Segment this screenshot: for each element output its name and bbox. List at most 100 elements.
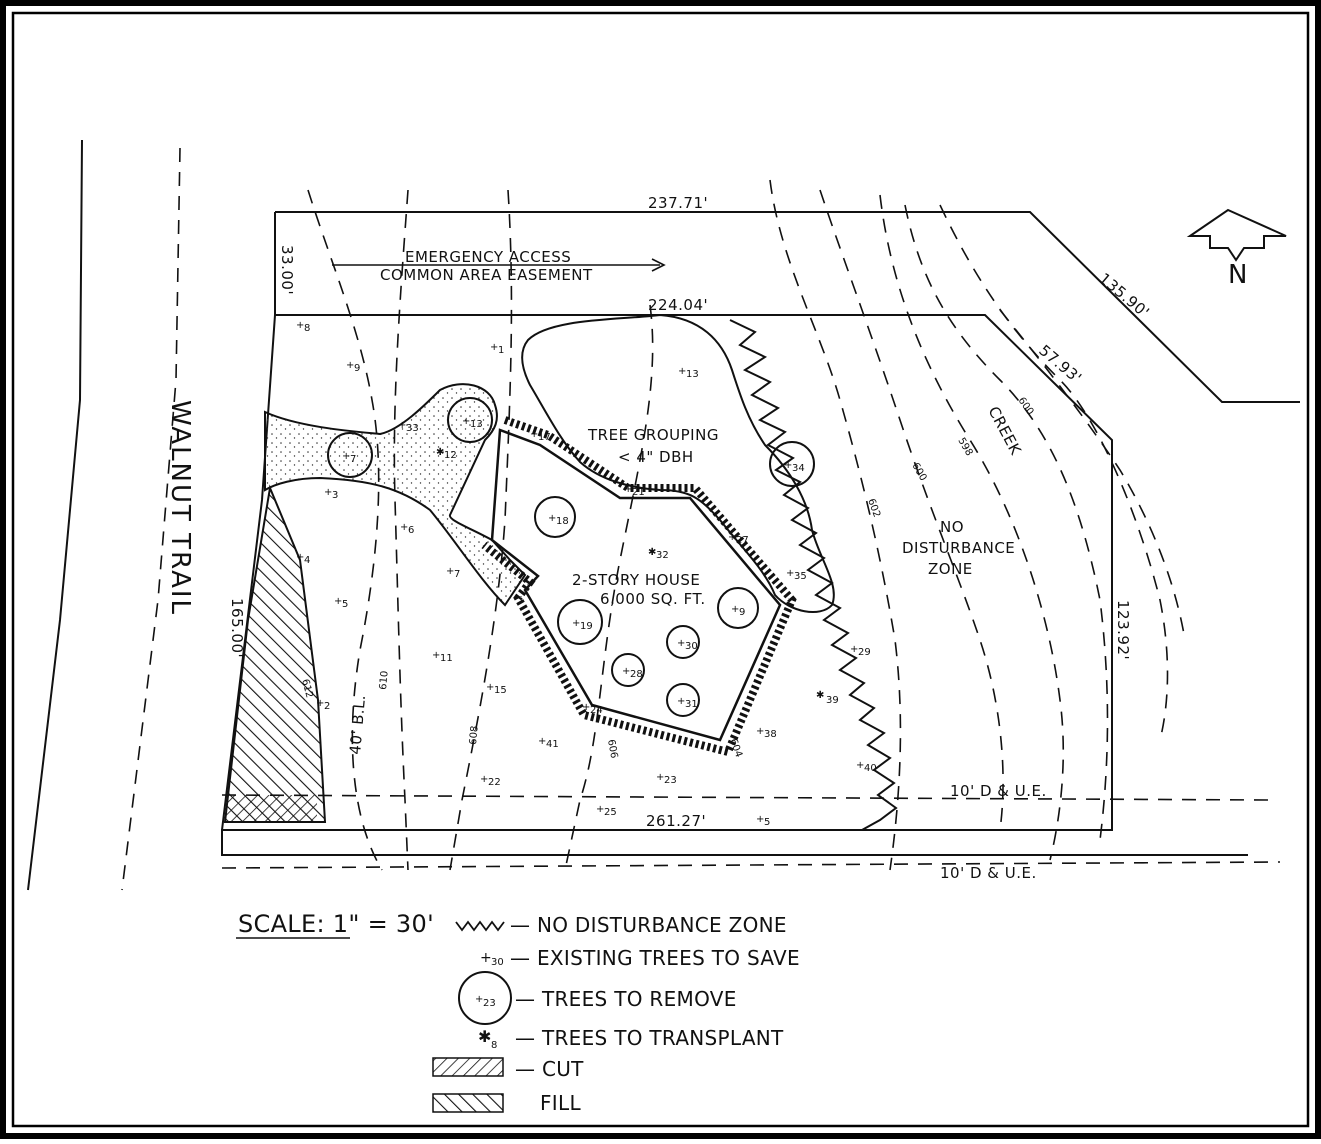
svg-text:+: + [486, 682, 494, 693]
svg-text:5: 5 [764, 817, 770, 828]
svg-text:+: + [480, 774, 488, 785]
svg-text:+: + [296, 320, 304, 331]
tree-transplant-marker: ✱39 [816, 690, 839, 706]
svg-text:✱: ✱ [648, 547, 656, 558]
svg-text:29: 29 [858, 647, 871, 658]
legend-remove-sample: 23 [483, 998, 496, 1009]
svg-text:5: 5 [342, 599, 348, 610]
tree-save-marker: +2 [316, 698, 330, 712]
fill-area [223, 484, 327, 823]
due-upper-label: 10' D & U.E. [950, 782, 1047, 800]
dim-right-upper: 57.93' [1035, 341, 1085, 387]
tree-remove-marker: +9 [717, 587, 759, 629]
svg-text:30: 30 [685, 641, 698, 652]
tree-grouping-label-1: TREE GROUPING [587, 426, 719, 444]
svg-text:3: 3 [332, 490, 338, 501]
svg-text:12: 12 [444, 450, 457, 461]
svg-text:18: 18 [556, 516, 569, 527]
tree-save-marker: +35 [786, 568, 807, 582]
tree-save-marker: +41 [538, 736, 559, 750]
contour-label-608: 608 [468, 725, 481, 745]
svg-text:✱: ✱ [816, 690, 824, 701]
legend-existing-save: — EXISTING TREES TO SAVE [510, 946, 800, 970]
tree-remove-marker: +30 [666, 625, 700, 659]
tree-save-marker: +1 [490, 342, 504, 356]
tree-save-marker: +5 [334, 596, 348, 610]
tree-grouping-label-2: < 4" DBH [618, 448, 694, 466]
legend-remove-plus: + [475, 994, 483, 1005]
easement-line-lower [221, 861, 1281, 869]
no-disturbance-label-2: DISTURBANCE [902, 539, 1015, 557]
tree-save-marker: +7 [446, 566, 460, 580]
svg-text:32: 32 [656, 550, 669, 561]
svg-text:+: + [678, 366, 686, 377]
house-footprint [481, 416, 797, 757]
tree-save-marker: +23 [656, 772, 677, 786]
legend-transplant: — TREES TO TRANSPLANT [515, 1026, 784, 1050]
svg-text:+: + [538, 736, 546, 747]
tree-save-marker: +25 [596, 804, 617, 818]
svg-text:39: 39 [826, 695, 839, 706]
tree-save-marker: +13 [678, 366, 699, 380]
tree-remove-marker: +19 [557, 599, 603, 645]
svg-text:35: 35 [794, 571, 807, 582]
svg-text:33: 33 [406, 423, 419, 434]
tree-transplant-marker: ✱12 [436, 447, 457, 461]
scale-label: SCALE: 1" = 30' [238, 910, 434, 938]
svg-text:+: + [856, 760, 864, 771]
svg-text:13: 13 [470, 419, 483, 430]
cut-area [225, 795, 317, 823]
svg-text:8: 8 [304, 323, 310, 334]
svg-text:+: + [731, 604, 739, 615]
svg-text:2: 2 [324, 701, 330, 712]
easement-line-upper [221, 794, 1271, 801]
trees-to-transplant: ✱12 ✱32 ✱39 [436, 447, 839, 706]
tree-save-marker: +33 [398, 420, 419, 434]
easement-label-2: COMMON AREA EASEMENT [380, 266, 593, 284]
svg-text:+: + [572, 618, 580, 629]
tree-save-marker: +21 [624, 484, 645, 498]
svg-text:19: 19 [580, 621, 593, 632]
tree-save-marker: +24 [582, 702, 603, 716]
svg-text:11: 11 [440, 653, 453, 664]
legend-save-icon: + [480, 950, 492, 966]
svg-text:+: + [677, 696, 685, 707]
legend-fill: FILL [540, 1091, 581, 1115]
no-disturbance-label-1: NO [940, 518, 964, 536]
dim-top: 237.71' [648, 194, 708, 212]
easement-arrowhead-icon [651, 258, 666, 272]
svg-text:+: + [342, 451, 350, 462]
svg-text:+: + [334, 596, 342, 607]
tree-save-marker: +5 [756, 814, 770, 828]
contour-label-598: 598 [955, 436, 974, 458]
tree-remove-marker: +7 [327, 432, 373, 478]
svg-text:22: 22 [488, 777, 501, 788]
tree-remove-marker: +28 [611, 653, 645, 687]
tree-save-marker: +3 [324, 487, 338, 501]
legend-transplant-sample: 8 [491, 1040, 497, 1051]
building-line-label: 40' B.L. [346, 694, 369, 756]
tree-save-marker: +29 [850, 644, 871, 658]
tree-save-marker: +6 [400, 522, 414, 536]
svg-text:+: + [324, 487, 332, 498]
contour-lines [307, 179, 1186, 871]
svg-text:4: 4 [304, 555, 310, 566]
dim-inner-top: 224.04' [648, 296, 708, 314]
tree-remove-marker: +18 [534, 496, 576, 538]
dim-left: 165.00' [228, 598, 246, 658]
svg-text:+: + [582, 702, 590, 713]
north-arrow-icon [1186, 208, 1287, 262]
property-boundary [221, 211, 1300, 856]
legend-no-disturbance: — NO DISTURBANCE ZONE [510, 913, 787, 937]
legend-save-sample: 30 [491, 957, 504, 968]
tree-save-marker: +38 [756, 726, 777, 740]
tree-grouping-area [521, 313, 835, 613]
tree-save-marker: +15 [486, 682, 507, 696]
tree-remove-marker: +34 [769, 441, 815, 487]
svg-text:+: + [756, 814, 764, 825]
inner-frame [11, 11, 1310, 1128]
legend-fill-swatch [432, 1093, 504, 1113]
legend-remove-circle-icon [458, 971, 512, 1025]
